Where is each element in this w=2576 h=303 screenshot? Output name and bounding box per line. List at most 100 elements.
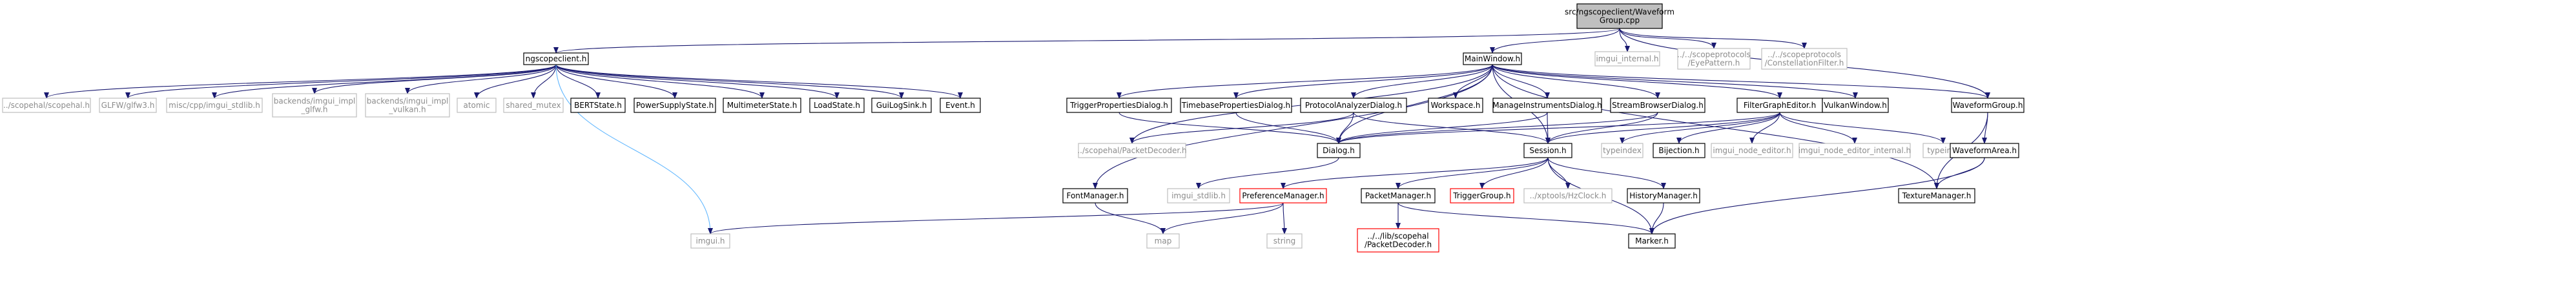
edge-root-to-constellation-h bbox=[1619, 28, 1807, 49]
node-workspace-h[interactable]: Workspace.h bbox=[1428, 98, 1483, 113]
node-typeindex: typeindex bbox=[1601, 143, 1643, 158]
edge-ngscopeclient-h-to-imgui-impl-vulkan bbox=[405, 64, 557, 94]
edge-timebasepropdlg-h-to-dialog-h bbox=[1235, 112, 1341, 144]
node-label: WaveformGroup.h bbox=[1953, 101, 2023, 110]
node-label: Session.h bbox=[1529, 146, 1566, 155]
node-label: TriggerPropertiesDialog.h bbox=[1069, 101, 1168, 110]
node-label: TriggerGroup.h bbox=[1452, 191, 1510, 200]
node-label: Group.cpp bbox=[1600, 16, 1640, 25]
node-label: /EyePattern.h bbox=[1688, 59, 1740, 68]
node-preferencemanager-h[interactable]: PreferenceManager.h bbox=[1239, 188, 1327, 204]
node-label: FilterGraphEditor.h bbox=[1744, 101, 1816, 110]
node-label: GLFW/glfw3.h bbox=[101, 101, 155, 110]
node-label: Dialog.h bbox=[1323, 146, 1355, 155]
node-label: WaveformArea.h bbox=[1952, 146, 2017, 155]
node-event-h[interactable]: Event.h bbox=[940, 98, 981, 113]
node-session-h[interactable]: Session.h bbox=[1523, 143, 1572, 158]
node-label: PreferenceManager.h bbox=[1242, 191, 1324, 200]
node-label: TimebasePropertiesDialog.h bbox=[1181, 101, 1290, 110]
node-label: misc/cpp/imgui_stdlib.h bbox=[169, 101, 260, 110]
node-historymanager-h[interactable]: HistoryManager.h bbox=[1627, 188, 1700, 204]
node-label: Marker.h bbox=[1635, 236, 1669, 246]
edge-ngscopeclient-h-to-atomic bbox=[474, 64, 557, 99]
edge-waveformarea-h-to-marker-h bbox=[1649, 157, 1985, 235]
node-hzclock-h: ../xptools/HzClock.h bbox=[1523, 188, 1613, 204]
edge-root-to-eyepattern-h bbox=[1619, 28, 1716, 49]
edge-session-h-to-historymanager-h bbox=[1547, 157, 1666, 189]
node-protocolanalyzerdlg-h[interactable]: ProtocolAnalyzerDialog.h bbox=[1300, 98, 1407, 113]
node-shared-mutex: shared_mutex bbox=[503, 98, 564, 113]
node-label: _glfw.h bbox=[300, 105, 327, 114]
edge-mainwindow-h-to-timebasepropdlg-h bbox=[1233, 64, 1493, 99]
edge-mainwindow-h-to-filtergrapheditor-h bbox=[1492, 64, 1782, 99]
edge-session-h-to-preferencemanager-h bbox=[1281, 157, 1549, 189]
node-label: imgui_node_editor_internal.h bbox=[1798, 146, 1911, 155]
node-label: TextureManager.h bbox=[1902, 191, 1972, 200]
node-glfw3-h: GLFW/glfw3.h bbox=[99, 98, 157, 113]
node-label: /PacketDecoder.h bbox=[1365, 240, 1432, 249]
node-label: ../xptools/HzClock.h bbox=[1530, 191, 1607, 200]
node-root[interactable]: src/ngscopeclient/WaveformGroup.cpp bbox=[1565, 3, 1674, 29]
node-label: backends/imgui_impl bbox=[274, 97, 356, 106]
edge-protocolanalyzerdlg-h-to-packetdecoder-h bbox=[1129, 112, 1354, 144]
node-bertstate-h[interactable]: BERTState.h bbox=[570, 98, 626, 113]
edge-ngscopeclient-h-to-shared-mutex bbox=[531, 64, 557, 99]
edge-root-to-ngscopeclient-h bbox=[553, 28, 1620, 54]
edge-session-h-to-packetmanager-h bbox=[1396, 157, 1549, 189]
edge-root-to-imgui-internal-h bbox=[1619, 28, 1630, 52]
node-constellation-h: ../../scopeprotocols/ConstellationFilter… bbox=[1761, 48, 1848, 70]
node-filtergrapheditor-h[interactable]: FilterGraphEditor.h bbox=[1736, 98, 1823, 113]
node-manageinstrumentsdlg-h[interactable]: ManageInstrumentsDialog.h bbox=[1492, 98, 1602, 113]
edge-triggerpropdlg-h-to-dialog-h bbox=[1118, 112, 1341, 144]
node-label: ManageInstrumentsDialog.h bbox=[1492, 101, 1602, 110]
node-marker-h[interactable]: Marker.h bbox=[1628, 233, 1676, 249]
edge-ngscopeclient-h-to-imgui-stdlib-misc bbox=[212, 64, 557, 99]
node-guilogsink-h[interactable]: GuiLogSink.h bbox=[871, 98, 932, 113]
node-dialog-h[interactable]: Dialog.h bbox=[1317, 143, 1361, 158]
node-label: FontManager.h bbox=[1066, 191, 1124, 200]
node-label: _vulkan.h bbox=[388, 105, 426, 114]
node-fontmanager-h[interactable]: FontManager.h bbox=[1062, 188, 1128, 204]
node-triggerpropdlg-h[interactable]: TriggerPropertiesDialog.h bbox=[1066, 98, 1172, 113]
edge-protocolanalyzerdlg-h-to-session-h bbox=[1353, 112, 1551, 144]
node-mainwindow-h[interactable]: MainWindow.h bbox=[1463, 52, 1522, 65]
node-imgui-node-editor-internal-h: imgui_node_editor_internal.h bbox=[1798, 143, 1911, 158]
node-packetmanager-h[interactable]: PacketManager.h bbox=[1361, 188, 1436, 204]
node-waveformgroup-h[interactable]: WaveformGroup.h bbox=[1951, 98, 2025, 113]
node-vulkanwindow-h[interactable]: VulkanWindow.h bbox=[1822, 98, 1889, 113]
node-label: string bbox=[1273, 236, 1295, 246]
edge-packetmanager-h-to-marker-h bbox=[1397, 202, 1654, 235]
node-layer: src/ngscopeclient/WaveformGroup.cpp ngsco… bbox=[2, 3, 2025, 253]
node-waveformarea-h[interactable]: WaveformArea.h bbox=[1950, 143, 2019, 158]
edge-ngscopeclient-h-to-glfw3-h bbox=[125, 64, 557, 99]
node-triggergroup-h[interactable]: TriggerGroup.h bbox=[1450, 188, 1514, 204]
node-imgui-stdlib-misc: misc/cpp/imgui_stdlib.h bbox=[166, 98, 263, 113]
node-label: HistoryManager.h bbox=[1629, 191, 1698, 200]
node-timebasepropdlg-h[interactable]: TimebasePropertiesDialog.h bbox=[1180, 98, 1292, 113]
node-label: BERTState.h bbox=[574, 101, 622, 110]
node-scopehal-h: ../scopehal/scopehal.h bbox=[2, 98, 91, 113]
node-ngscopeclient-h[interactable]: ngscopeclient.h bbox=[523, 52, 589, 65]
node-label: imgui_stdlib.h bbox=[1171, 191, 1226, 200]
edge-mainwindow-h-to-dialog-h bbox=[1336, 64, 1493, 144]
node-streambrowserdlg-h[interactable]: StreamBrowserDialog.h bbox=[1610, 98, 1705, 113]
node-libscopehal-packetdecoder[interactable]: ../../lib/scopehal/PacketDecoder.h bbox=[1357, 228, 1439, 253]
node-multimeterstate-h[interactable]: MultimeterState.h bbox=[723, 98, 801, 113]
node-label: ../../scopeprotocols bbox=[1767, 50, 1841, 59]
node-bijection-h[interactable]: Bijection.h bbox=[1653, 143, 1705, 158]
edge-historymanager-h-to-marker-h bbox=[1649, 202, 1664, 235]
node-label: imgui_internal.h bbox=[1596, 54, 1658, 63]
node-texturemanager-h[interactable]: TextureManager.h bbox=[1898, 188, 1975, 204]
node-label: map bbox=[1155, 236, 1172, 246]
node-imgui-impl-vulkan: backends/imgui_impl_vulkan.h bbox=[365, 93, 450, 118]
edge-ngscopeclient-h-to-loadstate-h bbox=[555, 64, 840, 99]
node-label: /ConstellationFilter.h bbox=[1765, 59, 1844, 68]
edge-streambrowserdlg-h-to-dialog-h bbox=[1336, 112, 1658, 144]
node-label: PacketManager.h bbox=[1365, 191, 1431, 200]
node-powersupplystate-h[interactable]: PowerSupplyState.h bbox=[634, 98, 716, 113]
node-loadstate-h[interactable]: LoadState.h bbox=[809, 98, 865, 113]
node-string: string bbox=[1266, 233, 1303, 249]
edge-filtergrapheditor-h-to-typeinfo bbox=[1779, 112, 1946, 144]
node-imgui-node-editor-h: imgui_node_editor.h bbox=[1711, 143, 1793, 158]
